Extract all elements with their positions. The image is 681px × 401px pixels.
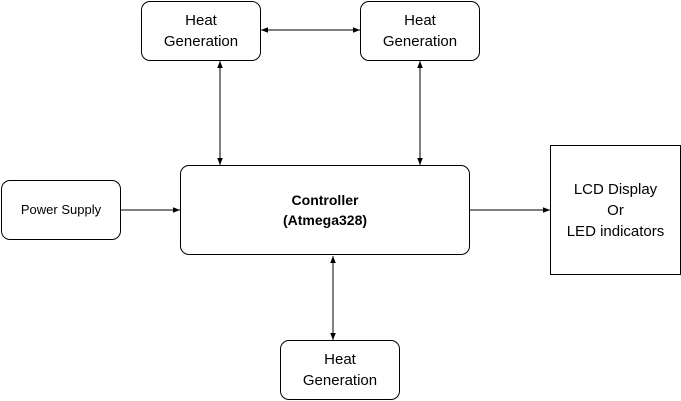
- display-line2: Or: [607, 201, 624, 219]
- display-box: LCD Display Or LED indicators: [550, 145, 681, 275]
- power-supply-label: Power Supply: [20, 202, 102, 217]
- heat-top-right-line2: Generation: [382, 33, 458, 50]
- heat-generation-box-bottom: Heat Generation: [280, 340, 400, 400]
- heat-top-left-line1: Heat: [185, 12, 217, 29]
- heat-top-right-line1: Heat: [404, 12, 436, 29]
- power-supply-box: Power Supply: [1, 180, 121, 240]
- heat-bottom-line2: Generation: [302, 372, 378, 389]
- heat-generation-box-top-left: Heat Generation: [141, 1, 261, 61]
- display-line3: LED indicators: [566, 222, 665, 240]
- heat-generation-box-top-right: Heat Generation: [360, 1, 480, 61]
- heat-top-left-line2: Generation: [163, 33, 239, 50]
- controller-line2: (Atmega328): [282, 212, 368, 228]
- controller-line1: Controller: [291, 192, 359, 208]
- controller-box: Controller (Atmega328): [180, 165, 470, 255]
- heat-bottom-line1: Heat: [324, 351, 356, 368]
- display-line1: LCD Display: [573, 180, 658, 198]
